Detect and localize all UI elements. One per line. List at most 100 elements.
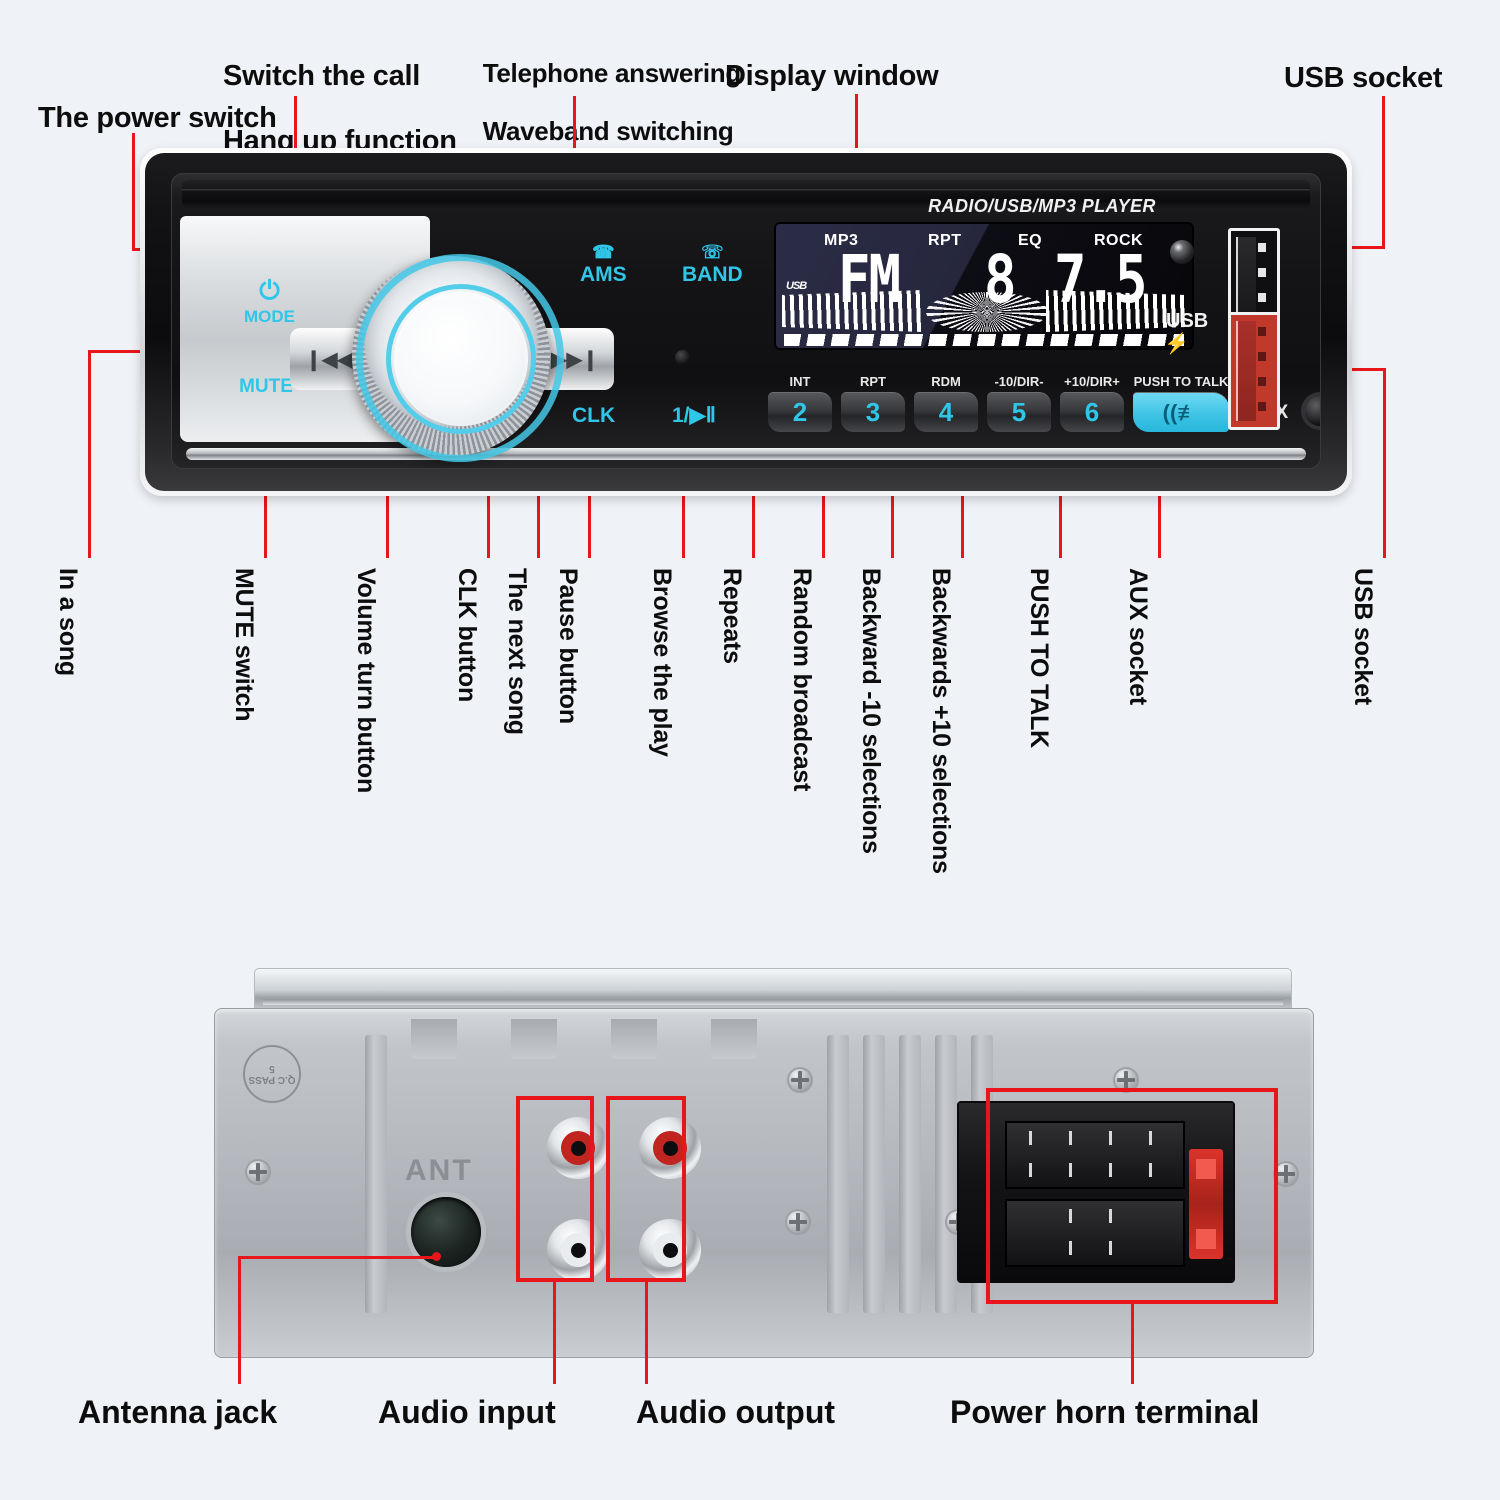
port-column: USB ⚡ <box>1152 218 1302 438</box>
band-button[interactable]: ☏ BAND <box>682 242 743 287</box>
iso-block-top <box>1005 1121 1185 1189</box>
preset-key-3: 3 <box>841 392 905 432</box>
callout-the-next-song: The next song <box>503 568 531 735</box>
preset-button-3[interactable]: RPT 3 <box>841 374 905 432</box>
heatsink-fin <box>899 1035 921 1313</box>
display-window: MP3 RPT EQ ROCK USB FM 8 7.5 <box>774 222 1194 350</box>
chassis-notch <box>411 1019 457 1059</box>
front-panel-unit: ⏻ MODE MUTE ❙◀◀ ▶▶❙ <box>140 148 1352 496</box>
preset-button-6[interactable]: +10/DIR+ 6 <box>1060 374 1124 432</box>
lcd-bottom-bars <box>784 334 1184 346</box>
callout-clk-button: CLK button <box>453 568 481 703</box>
callout-mute-switch: MUTE switch <box>230 568 258 722</box>
preset-cap-rdm: RDM <box>931 374 961 389</box>
phone-answer-icon: ☏ <box>701 242 724 262</box>
lcd-center-animation <box>926 292 1048 332</box>
phone-hangup-icon: ☎ <box>592 242 615 262</box>
power-icon: ⏻ <box>259 275 280 305</box>
mute-button[interactable]: MUTE <box>206 372 326 402</box>
lcd-tag-eq: EQ <box>1018 232 1043 249</box>
clk-label: CLK <box>572 404 616 427</box>
leader-usb-top-v <box>1382 96 1385 248</box>
knob-inner-ring <box>386 284 536 434</box>
highlight-audio-input <box>516 1096 594 1282</box>
lcd-tag-mp3: MP3 <box>824 232 859 249</box>
leader-in-a-song-v <box>88 350 91 558</box>
callout-switch-the-call-line1: Switch the call <box>223 60 420 93</box>
preset-button-4[interactable]: RDM 4 <box>914 374 978 432</box>
callout-telephone-answering-line2: Waveband switching <box>482 116 734 147</box>
rear-panel-unit: Q.C PASS 5 ANT <box>214 968 1314 1358</box>
heatsink-fin <box>863 1035 885 1313</box>
preset-button-2[interactable]: INT 2 <box>768 374 832 432</box>
callout-backwards-plus-10: Backwards +10 selections <box>927 568 955 874</box>
callout-volume-turn-button: Volume turn button <box>352 568 380 794</box>
chassis-notch <box>611 1019 657 1059</box>
chassis-notch <box>511 1019 557 1059</box>
callout-random-broadcast: Random broadcast <box>788 568 816 792</box>
rca-output-right[interactable] <box>639 1117 701 1179</box>
charge-icon: ⚡ <box>1164 333 1189 355</box>
ptt-voice-icon: ((≢ <box>1133 392 1229 432</box>
power-horn-terminal[interactable] <box>957 1101 1235 1283</box>
callout-display-window: Display window <box>725 60 939 92</box>
leader-power-horn-v <box>1131 1304 1134 1384</box>
leader-power-switch-v <box>132 133 135 251</box>
leader-antenna-v <box>238 1256 241 1384</box>
power-mode-button[interactable]: ⏻ MODE <box>202 268 337 334</box>
usb-pins-b <box>1258 327 1266 427</box>
callout-aux-socket: AUX socket <box>1124 568 1152 705</box>
preset-cap-plus10: +10/DIR+ <box>1064 374 1120 389</box>
aux-socket[interactable] <box>1305 396 1320 426</box>
mute-label: MUTE <box>239 376 293 397</box>
volume-knob-group[interactable]: ❙◀◀ ▶▶❙ <box>290 254 614 462</box>
rca-input-right[interactable] <box>547 1117 609 1179</box>
ant-label: ANT <box>405 1154 473 1187</box>
knob-outer-ring <box>356 254 564 462</box>
callout-backward-minus-10: Backward -10 selections <box>857 568 885 854</box>
preset-cap-minus10: -10/DIR- <box>994 374 1044 389</box>
preset-key-4: 4 <box>914 392 978 432</box>
volume-knob[interactable] <box>352 254 564 462</box>
callout-usb-socket-top: USB socket <box>1284 62 1443 94</box>
callout-pause-button: Pause button <box>554 568 582 724</box>
preset-key-5: 5 <box>987 392 1051 432</box>
leader-usb-right-v <box>1383 368 1386 558</box>
preset-cap-int: INT <box>789 374 811 389</box>
front-faceplate: ⏻ MODE MUTE ❙◀◀ ▶▶❙ <box>171 173 1321 469</box>
ams-label: AMS <box>580 262 627 286</box>
play-pause-label: 1/▶Ⅱ <box>672 404 716 427</box>
reset-pinhole[interactable] <box>675 350 690 365</box>
lcd-usb-indicator: USB <box>786 280 807 292</box>
leader-switch-call-v1 <box>294 96 297 156</box>
callout-repeats: Repeats <box>718 568 746 664</box>
callout-telephone-answering: Telephone answering Waveband switching <box>455 30 742 176</box>
clk-button[interactable]: CLK <box>572 404 615 428</box>
callout-power-horn-terminal: Power horn terminal <box>950 1394 1260 1430</box>
band-label: BAND <box>682 262 743 286</box>
preset-button-5[interactable]: -10/DIR- 5 <box>987 374 1051 432</box>
chassis-screw <box>785 1209 811 1235</box>
callout-the-power-switch: The power switch <box>38 102 277 134</box>
rca-input-left[interactable] <box>547 1219 609 1281</box>
iso-block-bottom <box>1005 1199 1185 1267</box>
lcd-right-animation <box>1046 290 1186 332</box>
antenna-jack[interactable] <box>411 1197 481 1267</box>
lcd-left-animation <box>782 290 922 332</box>
callout-audio-input: Audio input <box>378 1394 556 1430</box>
chassis-notch <box>711 1019 757 1059</box>
usb-socket-charging[interactable] <box>1228 312 1280 430</box>
callout-usb-socket-right: USB socket <box>1349 568 1377 705</box>
push-to-talk-button[interactable]: PUSH TO TALK ((≢ <box>1133 374 1229 432</box>
top-vent-strip <box>182 180 1310 210</box>
play-pause-button[interactable]: 1/▶Ⅱ <box>672 403 716 428</box>
heatsink-fin <box>827 1035 849 1313</box>
ams-button[interactable]: ☎ AMS <box>580 242 627 287</box>
ptt-cap: PUSH TO TALK <box>1133 374 1229 389</box>
prev-icon: ❙◀◀ <box>305 348 353 371</box>
rca-output-left[interactable] <box>639 1219 701 1281</box>
lcd-tag-rock: ROCK <box>1094 232 1144 249</box>
mode-label: MODE <box>244 307 295 326</box>
callout-browse-the-play: Browse the play <box>648 568 676 757</box>
front-bezel: ⏻ MODE MUTE ❙◀◀ ▶▶❙ <box>145 153 1347 491</box>
